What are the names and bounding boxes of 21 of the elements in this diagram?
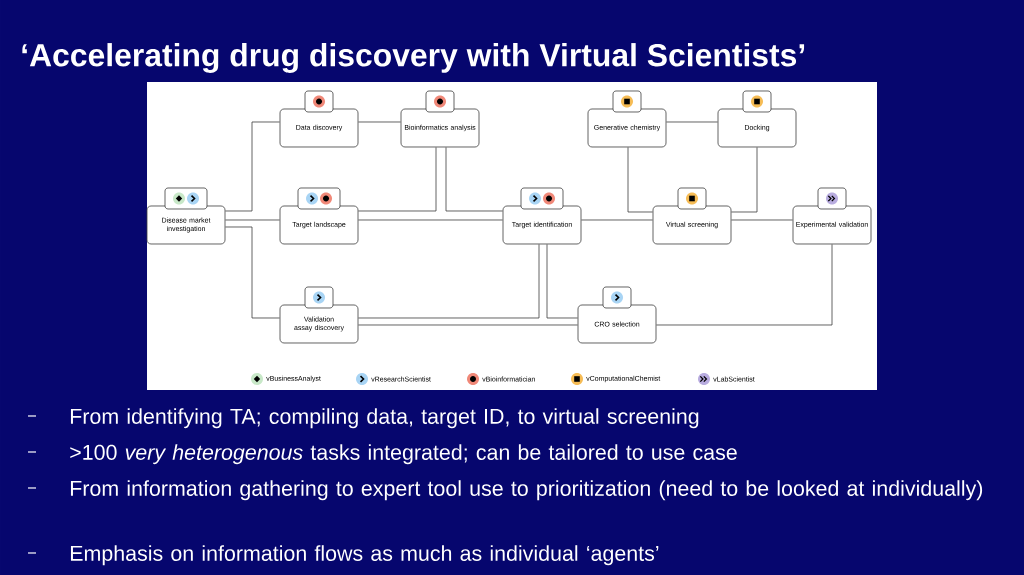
bullet-text: Emphasis on information flows as much as individual ‘agents’	[70, 545, 659, 566]
connector-line	[731, 147, 758, 213]
slide-title: ‘Accelerating drug discovery with Virtual Scientists’	[22, 43, 805, 73]
connector-line	[358, 147, 437, 212]
connector-line	[225, 219, 280, 221]
connector-line	[358, 244, 540, 319]
connector-line	[627, 147, 653, 213]
connector-line	[546, 244, 578, 319]
connector-line	[358, 324, 578, 326]
connector-line	[731, 219, 793, 221]
connector-line	[656, 244, 833, 326]
connector-line	[358, 219, 503, 221]
connector-line	[358, 121, 401, 123]
connector-line	[445, 147, 503, 212]
connector-line	[666, 121, 718, 123]
bullet-text: From identifying TA; compiling data, target ID, to virtual screening	[70, 408, 699, 429]
connector-line	[225, 121, 280, 212]
connector-line	[581, 219, 653, 221]
connector-line	[225, 226, 280, 319]
bullet-text: >100 very heterogenous tasks integrated; can be tailored to use case	[70, 444, 737, 465]
bullet-text: From information gathering to expert tool use to prioritization (need to be looked at individually)	[70, 480, 983, 501]
